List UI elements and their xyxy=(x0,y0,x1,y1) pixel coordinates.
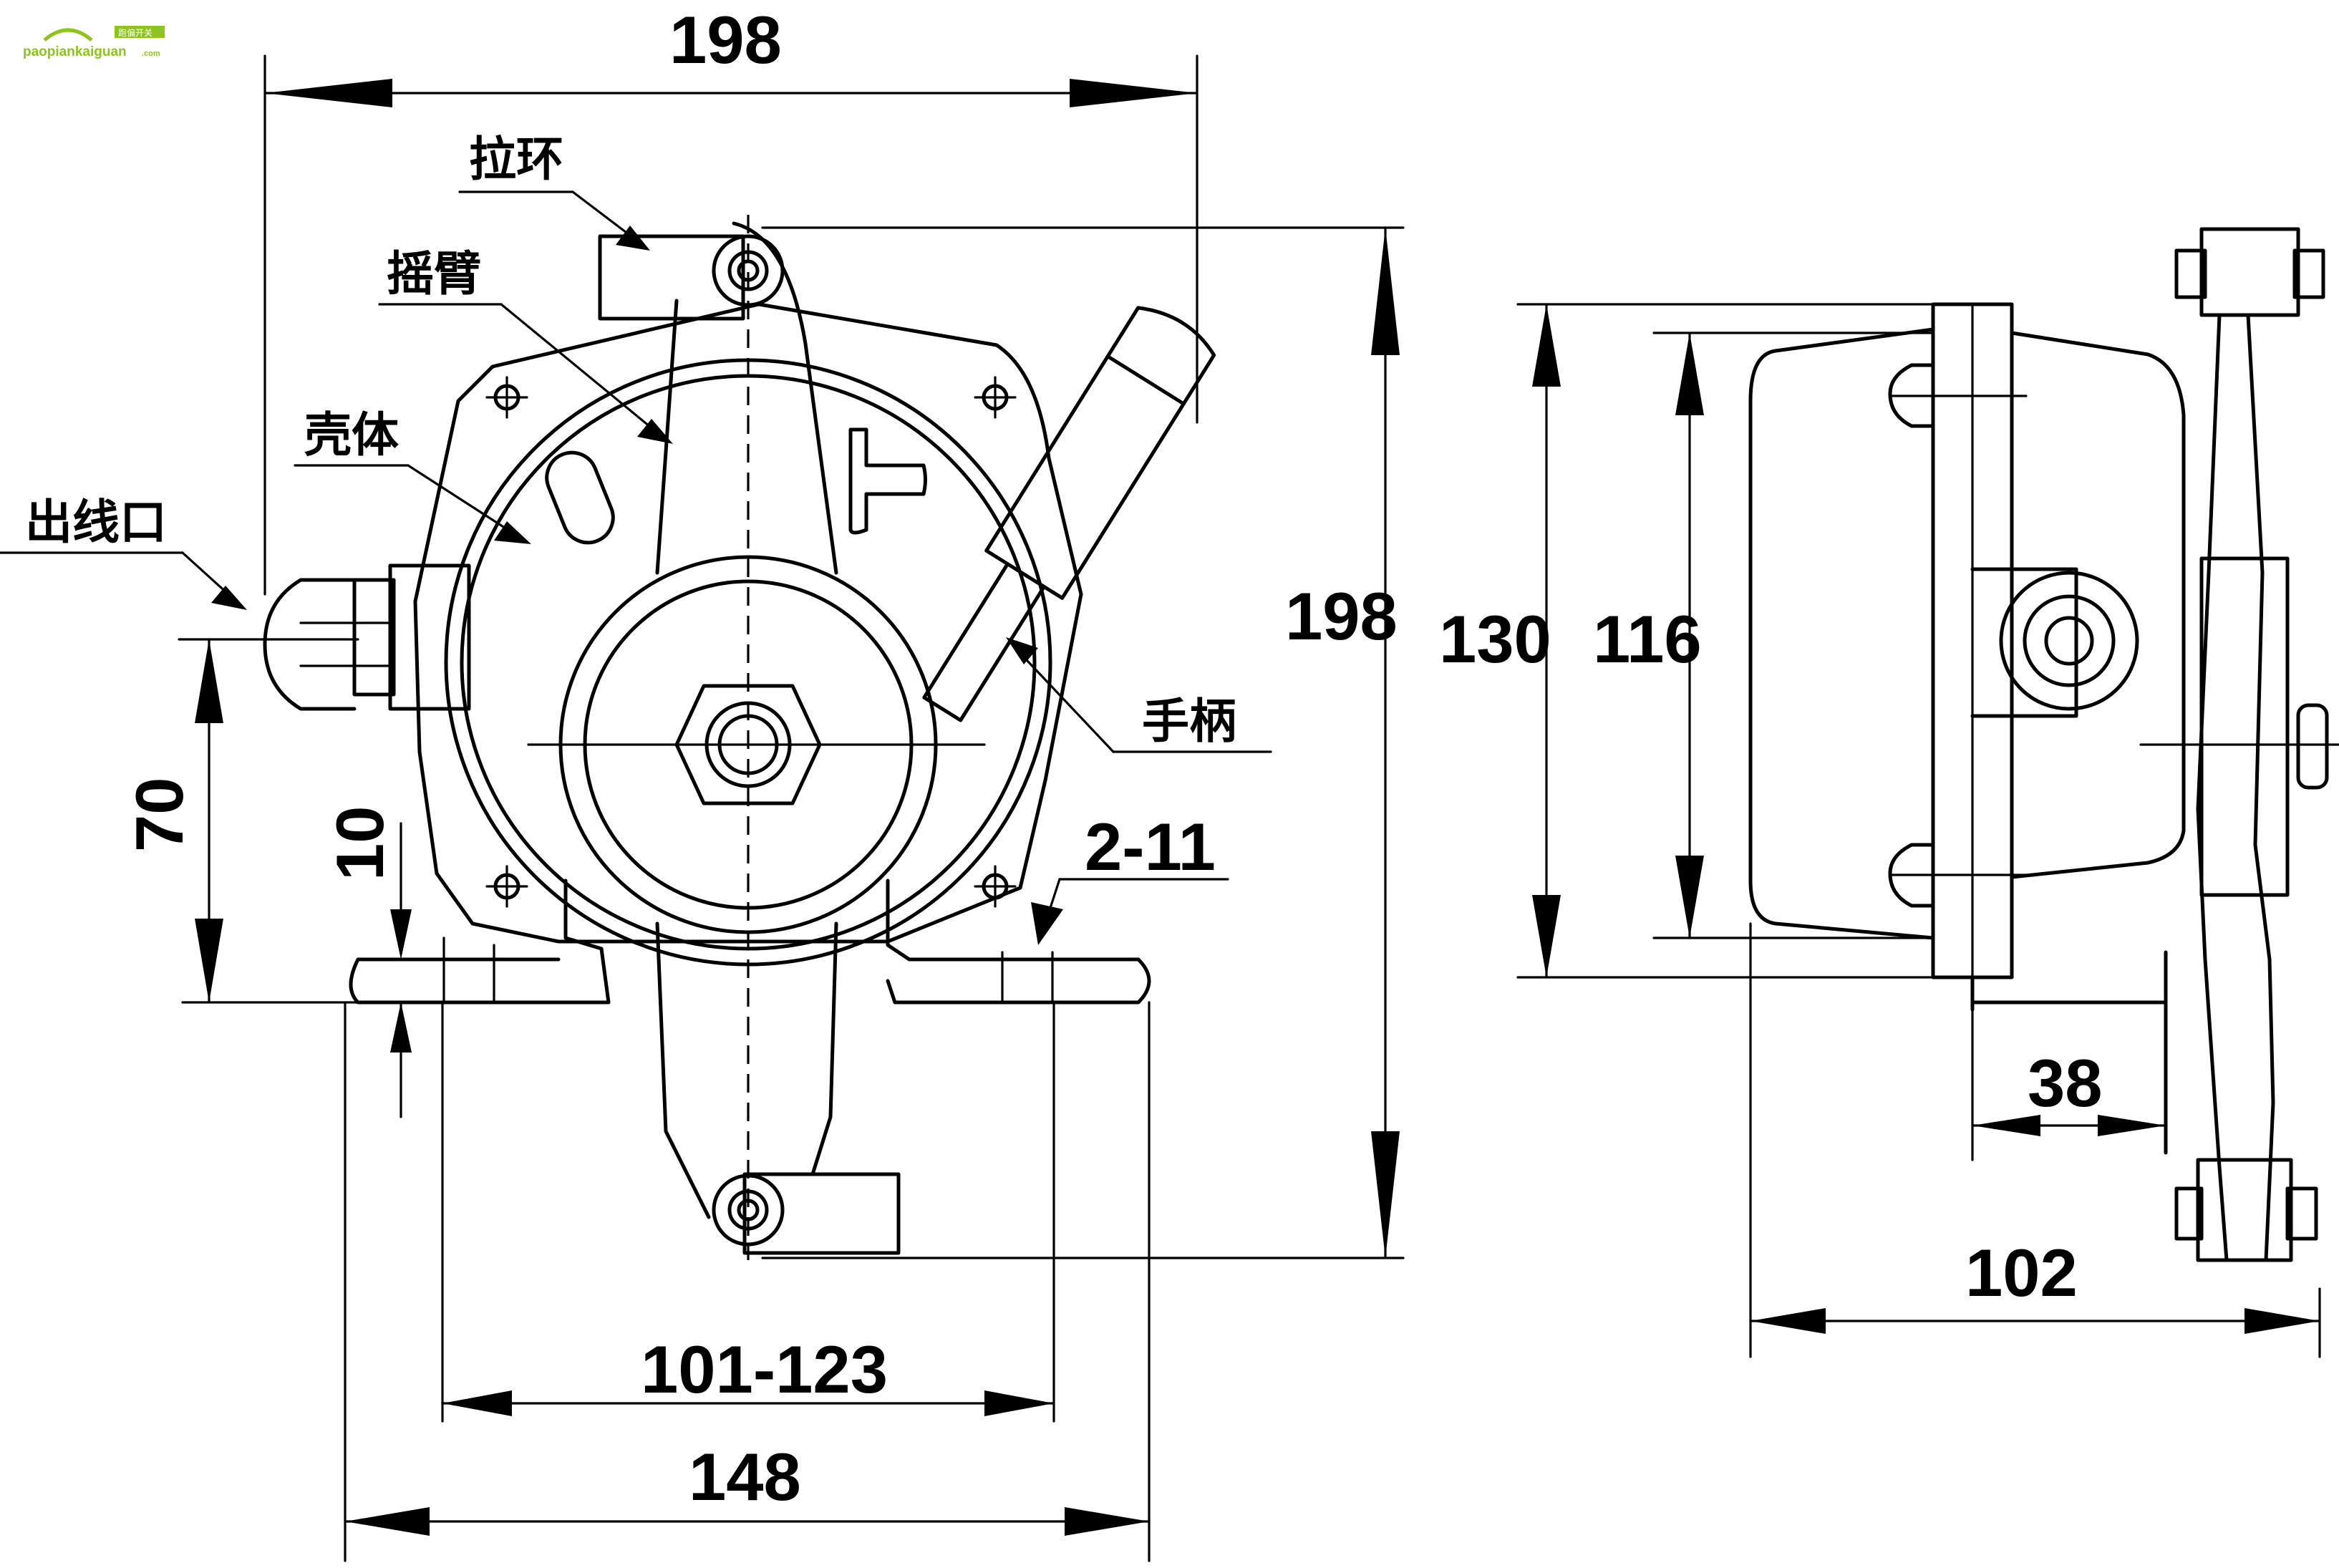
housing-outline xyxy=(413,302,1083,944)
handle xyxy=(922,306,1216,722)
logo-site-text: paopiankaiguan xyxy=(23,44,127,59)
callout-pull-ring: 拉环 xyxy=(458,132,650,251)
logo-suffix-text: .com xyxy=(142,49,160,58)
base-foot-left xyxy=(349,879,611,1005)
dim-foot-thickness: 10 xyxy=(322,805,397,881)
label-rocker-arm: 摇臂 xyxy=(387,246,481,301)
dim-front-height: 198 xyxy=(1285,579,1398,654)
side-rocker-arm xyxy=(2196,313,2275,1262)
dim-front-width: 198 xyxy=(669,2,782,77)
dim-side-offset: 38 xyxy=(2028,1045,2103,1121)
dim-side-inner-height: 116 xyxy=(1593,601,1702,677)
logo-arc-icon xyxy=(43,28,93,42)
logo-badge-text: 跑偏开关 xyxy=(118,27,152,38)
dim-side-depth: 102 xyxy=(1965,1235,2078,1310)
rocker-arm-bottom xyxy=(655,921,838,1219)
logo-badge-box xyxy=(115,26,165,38)
mount-holes xyxy=(485,376,1017,908)
side-view: 130 116 38 102 xyxy=(1439,227,2339,1358)
callout-handle: 手柄 xyxy=(1006,637,1272,753)
cable-gland xyxy=(263,563,471,711)
dim-outlet-height: 70 xyxy=(122,777,197,852)
base-foot-right xyxy=(886,879,1151,1005)
label-cable-outlet: 出线口 xyxy=(25,495,167,550)
front-view: 198 xyxy=(0,2,1405,1562)
site-logo: 跑偏开关 paopiankaiguan .com xyxy=(23,26,165,59)
label-pull-ring: 拉环 xyxy=(469,132,563,187)
rocker-arm-top xyxy=(655,299,838,575)
dim-side-height: 130 xyxy=(1439,601,1551,677)
label-housing: 壳体 xyxy=(304,407,399,463)
dim-hole-span: 101-123 xyxy=(641,1332,888,1407)
side-housing xyxy=(1748,327,2186,940)
callout-cable-outlet: 出线口 xyxy=(0,495,247,610)
dim-base-width: 148 xyxy=(689,1439,801,1514)
label-handle: 手柄 xyxy=(1142,694,1236,749)
callout-rocker-arm: 摇臂 xyxy=(378,246,673,444)
dim-mount-holes: 2-11 xyxy=(1085,809,1216,884)
callout-housing: 壳体 xyxy=(294,407,531,544)
